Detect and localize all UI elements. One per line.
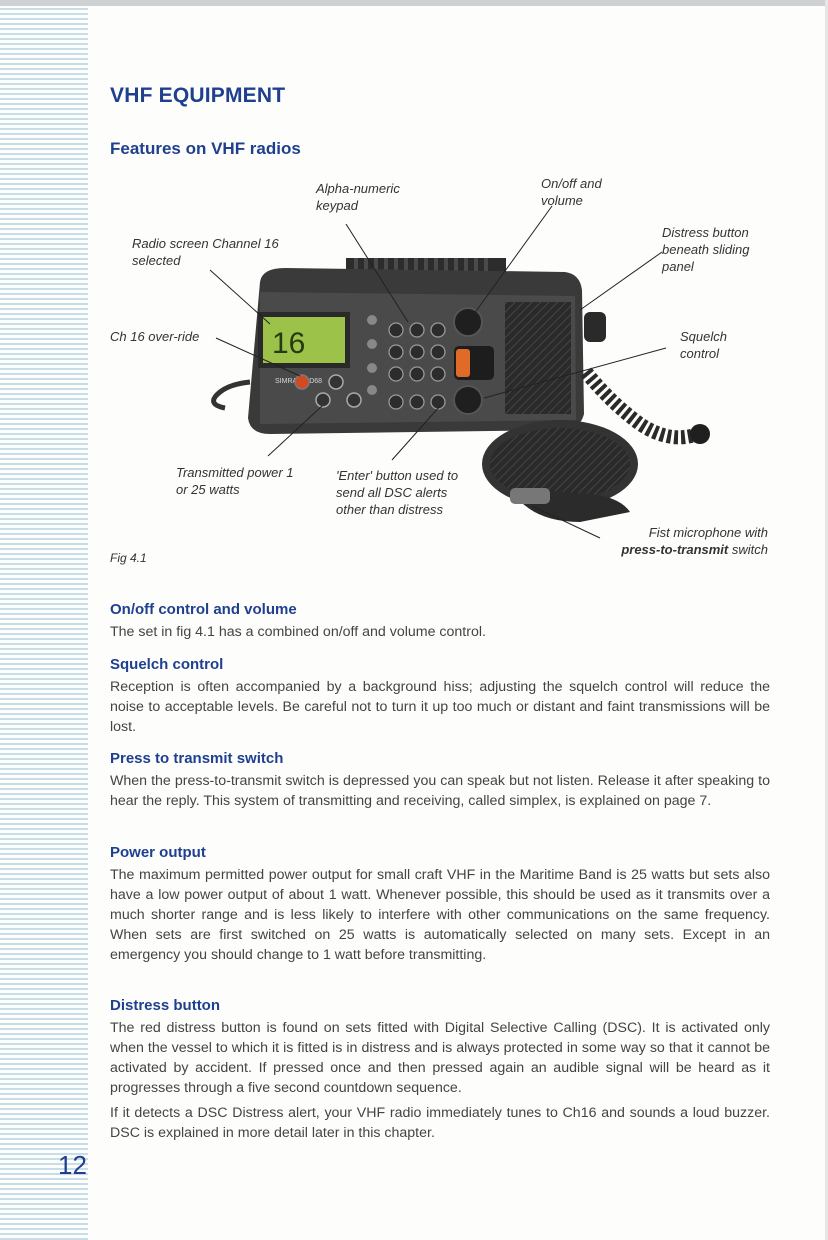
caption-distress: Distress button beneath sliding panel — [662, 225, 750, 274]
section-title: Distress button — [110, 997, 221, 1014]
section-paragraph: If it detects a DSC Distress alert, your… — [110, 1105, 770, 1141]
margin-stripes — [0, 8, 88, 1240]
top-edge-strip — [0, 0, 828, 6]
caption-override: Ch 16 over-ride — [110, 329, 200, 344]
figure-label: Fig 4.1 — [110, 551, 147, 565]
mic-caption-prefix: Fist microphone with — [648, 525, 768, 540]
section-title: On/off control and volume — [110, 601, 297, 618]
section-paragraph: The maximum permitted power output for s… — [110, 867, 770, 963]
page-number: 12 — [58, 1150, 87, 1180]
section-paragraph: When the press-to-transmit switch is dep… — [110, 773, 770, 809]
keypad — [388, 322, 446, 410]
caption-screen: Radio screen Channel 16 selected — [132, 236, 279, 268]
section-distress: Distress button The red distress button … — [110, 997, 770, 1143]
section-title: Press to transmit switch — [110, 750, 284, 767]
volume-knob — [453, 307, 483, 337]
caption-enter: 'Enter' button used to send all DSC aler… — [336, 468, 459, 517]
section-title: Squelch control — [110, 656, 224, 673]
section-squelch: Squelch control Reception is often accom… — [110, 656, 770, 737]
press-to-transmit-switch — [510, 488, 550, 504]
section-paragraph: The red distress button is found on sets… — [110, 1020, 770, 1096]
page-edge — [825, 0, 828, 1240]
mic-cord — [580, 367, 701, 445]
section-paragraph: Reception is often accompanied by a back… — [110, 679, 770, 735]
caption-onoff: On/off and volume — [541, 176, 602, 208]
section-power: Power output The maximum permitted power… — [110, 844, 770, 965]
section-paragraph: The set in fig 4.1 has a combined on/off… — [110, 624, 486, 640]
power-button — [315, 392, 331, 408]
screen-channel: 16 — [272, 327, 305, 360]
ch16-override-button — [294, 374, 310, 390]
mic-caption-suffix: switch — [731, 542, 768, 557]
section-onoff: On/off control and volume The set in fig… — [110, 601, 770, 642]
caption-keypad: Alpha-numeric keypad — [316, 181, 400, 213]
page-heading: VHF EQUIPMENT — [110, 84, 286, 107]
section-ptt: Press to transmit switch When the press-… — [110, 750, 770, 811]
caption-mic: Fist microphone with press-to-transmit s… — [598, 524, 768, 558]
caption-squelch: Squelch control — [680, 329, 727, 361]
leader-lines — [209, 205, 667, 539]
vhf-radio-figure: 16 SIMRAD RD68 — [209, 205, 710, 539]
page-subheading: Features on VHF radios — [110, 139, 301, 158]
squelch-knob — [453, 385, 483, 415]
caption-power: Transmitted power 1 or 25 watts — [176, 465, 294, 497]
speaker-grille — [505, 302, 571, 414]
mic-caption-bold: press-to-transmit — [621, 542, 729, 557]
section-title: Power output — [110, 844, 206, 861]
radio-screen: 16 SIMRAD RD68 — [258, 312, 350, 385]
